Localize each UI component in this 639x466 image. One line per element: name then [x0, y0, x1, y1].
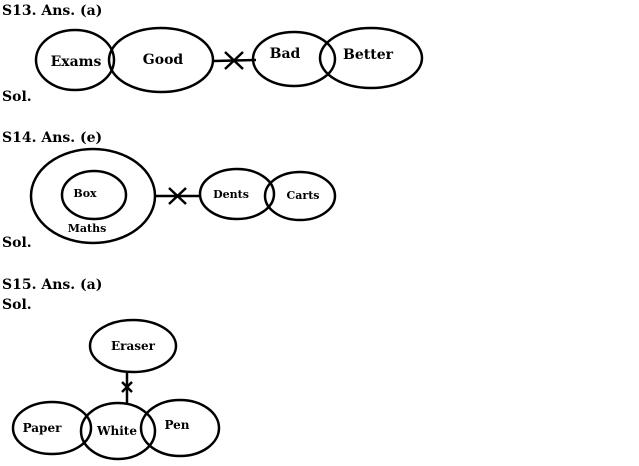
white-circle — [79, 401, 157, 461]
eraser-label: Eraser — [111, 339, 156, 353]
eraser-circle — [88, 318, 178, 374]
s13-heading: S13. Ans. (a) — [2, 3, 103, 19]
exams-label: Exams — [51, 54, 102, 70]
box-circle — [60, 169, 128, 221]
paper-label: Paper — [23, 421, 63, 435]
pen-label: Pen — [164, 418, 189, 432]
white-label: White — [96, 424, 137, 438]
s15-heading: S15. Ans. (a) — [2, 277, 103, 293]
s15-sol-label: Sol. — [2, 297, 32, 313]
pen-circle — [139, 398, 221, 458]
dents-label: Dents — [213, 188, 249, 201]
better-circle — [318, 26, 424, 90]
s14-cross-mark-b — [168, 187, 187, 205]
box-label: Box — [73, 187, 97, 200]
s13-cross-mark-b — [224, 51, 244, 70]
bad-circle — [251, 30, 337, 88]
paper-circle — [11, 400, 93, 456]
exams-circle — [34, 28, 116, 92]
s14-sol-label: Sol. — [2, 235, 32, 251]
s14-heading: S14. Ans. (e) — [2, 130, 103, 146]
carts-circle — [263, 170, 337, 222]
better-label: Better — [343, 47, 394, 63]
good-label: Good — [143, 52, 184, 68]
s15-cross-mark-b — [121, 381, 133, 393]
s13-sol-label: Sol. — [2, 89, 32, 105]
bad-label: Bad — [270, 46, 301, 62]
carts-label: Carts — [287, 189, 320, 202]
maths-label: Maths — [68, 222, 107, 235]
dents-circle — [198, 167, 276, 221]
